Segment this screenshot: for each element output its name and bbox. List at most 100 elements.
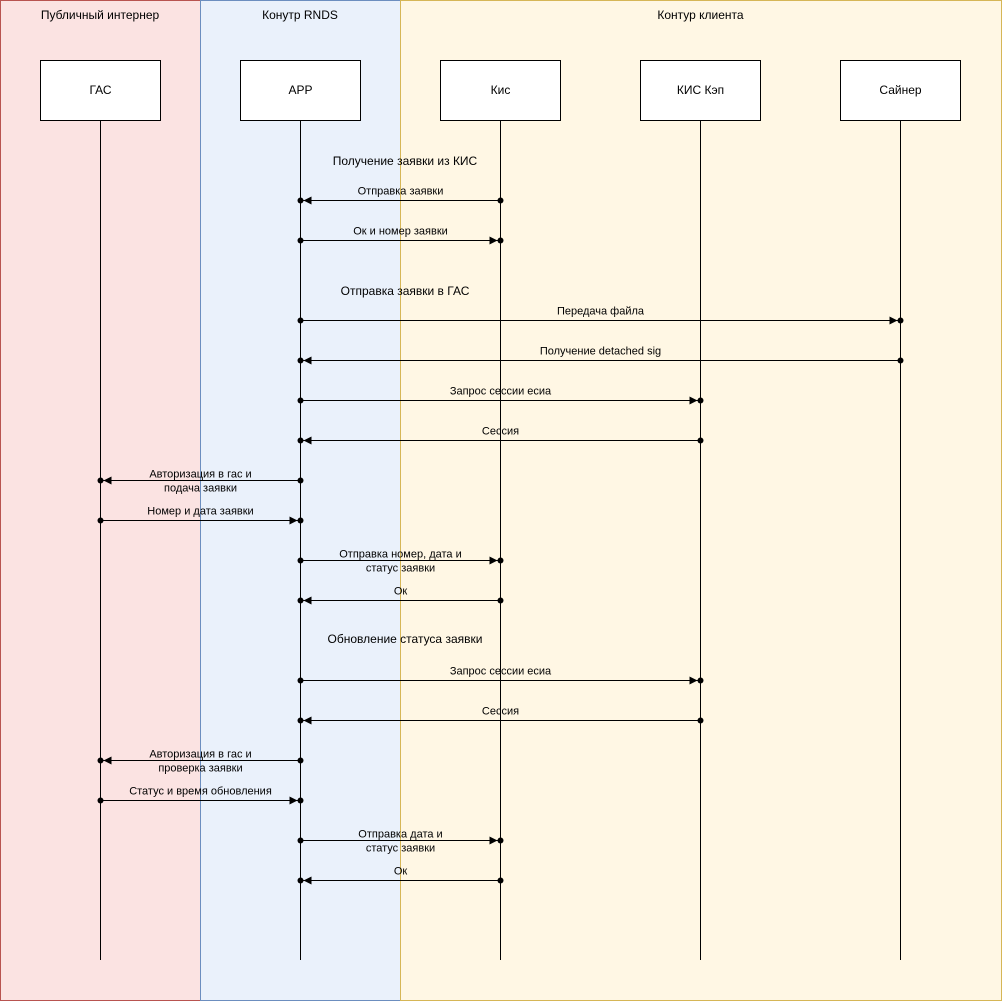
message-label: Передача файла: [557, 306, 645, 318]
message: Ок и номер заявки: [297, 226, 504, 245]
arrowhead: [489, 836, 498, 845]
message-end-dot: [297, 717, 304, 724]
message-label: Получение detached sig: [540, 346, 661, 358]
lifelines: [100, 120, 901, 960]
message: Ок: [297, 586, 504, 605]
arrowhead: [303, 716, 312, 725]
message-label: Отправка номер, дата и: [339, 549, 462, 561]
message-start-dot: [297, 677, 304, 684]
message: Авторизация в гас и подача заявки: [97, 469, 304, 495]
actor-box-kis: [440, 60, 561, 121]
message-label: Ок: [394, 866, 408, 878]
message-label: статус заявки: [366, 843, 435, 855]
message-start-dot: [97, 797, 104, 804]
message: Номер и дата заявки: [97, 506, 304, 525]
message-end-dot: [97, 757, 104, 764]
message: Ок: [297, 866, 504, 885]
message-label: Статус и время обновления: [129, 786, 272, 798]
message-start-dot: [497, 877, 504, 884]
actor-box-gas: [40, 60, 161, 121]
actor-label-gas: ГАС: [89, 83, 111, 97]
message-end-dot: [697, 397, 704, 404]
arrowhead: [489, 556, 498, 565]
message-label: Ок и номер заявки: [353, 226, 448, 238]
message: Получение detached sig: [297, 346, 904, 365]
section-title: Отправка заявки в ГАС: [341, 284, 470, 298]
actor-label-app: АРР: [288, 83, 312, 97]
arrowhead: [303, 436, 312, 445]
message: Передача файла: [297, 306, 904, 325]
message-label: Сессия: [482, 706, 519, 718]
message-start-dot: [297, 317, 304, 324]
message-start-dot: [897, 357, 904, 364]
arrowhead: [489, 236, 498, 245]
message-start-dot: [297, 237, 304, 244]
message-label: подача заявки: [164, 483, 237, 495]
message-end-dot: [297, 797, 304, 804]
arrowhead: [689, 676, 698, 685]
message-end-dot: [497, 837, 504, 844]
arrowhead: [303, 876, 312, 885]
message: Запрос сессии есиа: [297, 666, 704, 685]
actor-box-app: [240, 60, 361, 121]
section-title: Получение заявки из КИС: [333, 154, 478, 168]
message-start-dot: [697, 717, 704, 724]
zone-title: Публичный интернер: [41, 8, 160, 22]
message-end-dot: [897, 317, 904, 324]
message-label: Номер и дата заявки: [147, 506, 253, 518]
message-end-dot: [297, 597, 304, 604]
message: Запрос сессии есиа: [297, 386, 704, 405]
zone-title: Конутр RNDS: [262, 8, 338, 22]
message-label: Запрос сессии есиа: [450, 386, 552, 398]
message-start-dot: [297, 477, 304, 484]
message-label: проверка заявки: [158, 763, 242, 775]
message: Отправка дата и статус заявки: [297, 829, 504, 855]
message-label: Авторизация в гас и: [149, 749, 251, 761]
message: Сессия: [297, 706, 704, 725]
actors: ГАС АРР Кис КИС Кэп Сайнер: [40, 60, 961, 121]
messages: Отправка заявки Ок и номер заявкиПередача…: [97, 186, 904, 885]
message: Сессия: [297, 426, 704, 445]
message-end-dot: [497, 557, 504, 564]
message: Отправка заявки: [297, 186, 504, 205]
message-start-dot: [97, 517, 104, 524]
message: Авторизация в гас и проверка заявки: [97, 749, 304, 775]
message-end-dot: [697, 677, 704, 684]
actor-label-signer: Сайнер: [879, 83, 921, 97]
message-end-dot: [297, 197, 304, 204]
message-start-dot: [297, 757, 304, 764]
message: Отправка номер, дата и статус заявки: [297, 549, 504, 575]
arrowhead: [303, 196, 312, 205]
message-start-dot: [297, 397, 304, 404]
zone-title: Контур клиента: [657, 8, 744, 22]
actor-box-kis-kep: [640, 60, 761, 121]
message-label: Авторизация в гас и: [149, 469, 251, 481]
message-start-dot: [497, 197, 504, 204]
actor-box-signer: [840, 60, 961, 121]
actor-label-kis-kep: КИС Кэп: [677, 83, 724, 97]
section-titles: Получение заявки из КИС Отправка заявки в…: [328, 154, 483, 646]
arrowhead: [103, 476, 112, 485]
message-label: Сессия: [482, 426, 519, 438]
arrowhead: [303, 356, 312, 365]
message-end-dot: [297, 517, 304, 524]
message: Статус и время обновления: [97, 786, 304, 805]
message-end-dot: [297, 877, 304, 884]
message-end-dot: [297, 357, 304, 364]
message-label: Отправка дата и: [358, 829, 442, 841]
section-title: Обновление статуса заявки: [328, 632, 483, 646]
message-label: Отправка заявки: [358, 186, 444, 198]
arrowhead: [689, 396, 698, 405]
arrowhead: [289, 516, 298, 525]
message-start-dot: [697, 437, 704, 444]
message-end-dot: [297, 437, 304, 444]
message-label: Ок: [394, 586, 408, 598]
message-end-dot: [497, 237, 504, 244]
message-start-dot: [297, 837, 304, 844]
arrowhead: [889, 316, 898, 325]
message-start-dot: [497, 597, 504, 604]
message-end-dot: [97, 477, 104, 484]
actor-label-kis: Кис: [491, 83, 511, 97]
message-label: статус заявки: [366, 563, 435, 575]
